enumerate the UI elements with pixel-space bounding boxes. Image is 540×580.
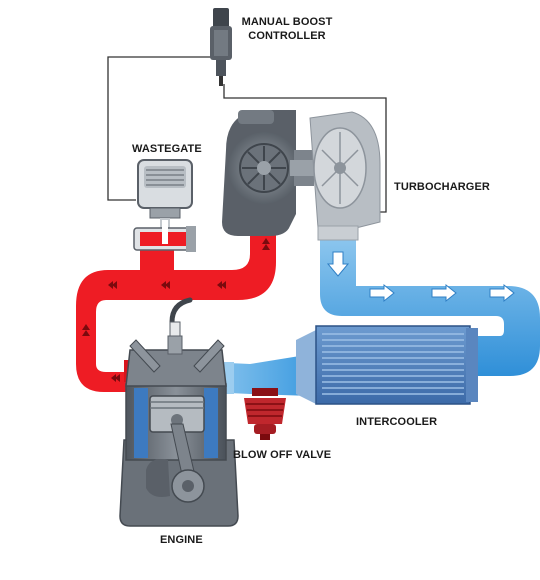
intercooler-icon	[296, 325, 478, 405]
turbocharger-icon	[222, 110, 381, 241]
manual-boost-controller-label: MANUAL BOOST CONTROLLER	[234, 15, 340, 43]
wastegate-label: WASTEGATE	[132, 143, 202, 155]
boost-controller-icon	[210, 8, 232, 86]
blow-off-valve-label: BLOW OFF VALVE	[233, 449, 332, 461]
piston-icon	[146, 395, 205, 503]
blow-off-valve-icon	[244, 388, 286, 440]
wastegate-icon	[133, 159, 196, 252]
turbocharger-label: TURBOCHARGER	[394, 181, 490, 193]
engine-icon	[119, 297, 239, 527]
manual-boost-controller-label-line2: CONTROLLER	[248, 30, 326, 42]
intercooler-label: INTERCOOLER	[356, 416, 438, 428]
manual-boost-controller-label-line1: MANUAL BOOST	[241, 16, 333, 28]
spark-plug-icon	[167, 297, 193, 355]
engine-label: ENGINE	[160, 534, 203, 546]
exhaust-flow-arrows	[82, 238, 270, 382]
boost-control-lines	[107, 56, 387, 213]
intake-flow-arrows	[326, 251, 515, 303]
